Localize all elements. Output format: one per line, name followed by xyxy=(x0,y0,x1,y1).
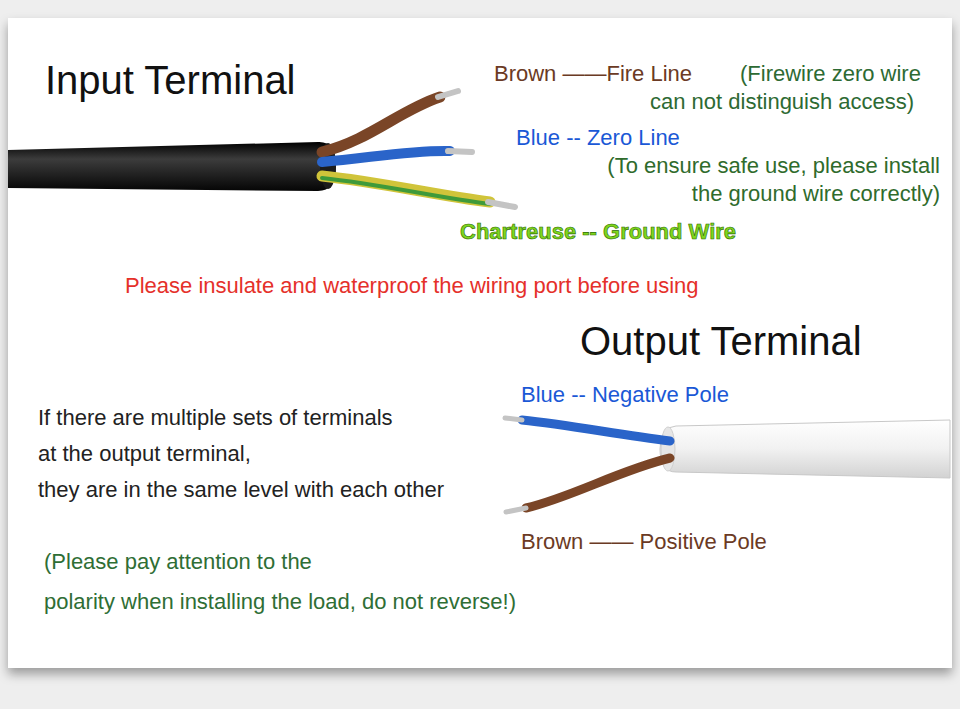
wire-tip xyxy=(438,91,458,97)
warning-note: Please insulate and waterproof the wirin… xyxy=(125,272,699,300)
wrap-spacer xyxy=(374,542,544,582)
input-cable xyxy=(8,142,336,191)
wire-tip xyxy=(505,418,522,420)
wire-label: Chartreuse -- Ground Wire xyxy=(460,218,736,246)
ground-stripe xyxy=(322,178,490,204)
wire-tip xyxy=(448,151,472,152)
blue-wire xyxy=(522,420,670,441)
wire-label: Brown —— Positive Pole xyxy=(521,528,767,556)
output-cable xyxy=(660,420,950,478)
wire-note: (Firewire zero wire can not distinguish … xyxy=(650,60,935,116)
brown-wire xyxy=(322,97,440,152)
terminal-note: If there are multiple sets of terminals … xyxy=(38,400,458,508)
wrap-spacer xyxy=(403,400,458,436)
wire-tip xyxy=(506,508,526,512)
wire-label: Blue -- Negative Pole xyxy=(521,381,729,409)
wire-label: Brown ——Fire Line xyxy=(494,60,692,88)
wire-label: Blue -- Zero Line xyxy=(516,124,680,152)
terminal-heading: Input Terminal xyxy=(45,56,296,104)
wire-tip xyxy=(488,202,515,207)
polarity-note: (Please pay attention to the polarity wh… xyxy=(44,542,544,622)
wire-note: (To ensure safe use, please install the … xyxy=(588,152,940,208)
brown-wire xyxy=(526,458,670,508)
blue-wire xyxy=(322,151,450,162)
terminal-heading: Output Terminal xyxy=(580,317,862,365)
wrap-spacer xyxy=(258,436,458,472)
